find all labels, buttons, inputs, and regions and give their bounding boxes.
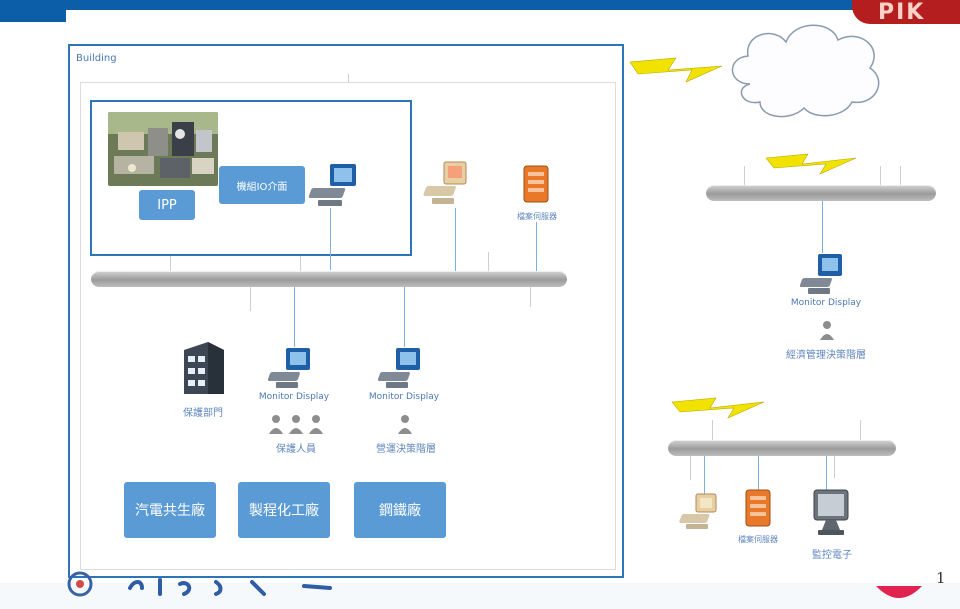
link-line bbox=[404, 287, 405, 347]
link-line bbox=[294, 287, 295, 347]
lightning-bolt-icon bbox=[629, 57, 723, 83]
building-title: Building bbox=[76, 53, 117, 64]
facility-box[interactable]: 汽電共生廠 bbox=[124, 482, 216, 538]
footer-logo-icon bbox=[67, 571, 93, 597]
link-line bbox=[330, 208, 331, 270]
bus-tick bbox=[834, 456, 835, 478]
operators-group-icon bbox=[269, 415, 323, 434]
cloud-icon bbox=[731, 24, 880, 118]
person-icon bbox=[398, 415, 412, 434]
tan-workstation-icon bbox=[423, 161, 467, 204]
facility-box[interactable]: 製程化工廠 bbox=[238, 482, 330, 538]
footer-red-badge-icon bbox=[876, 586, 922, 598]
header-tab bbox=[0, 0, 66, 22]
display-terminal-label: 監控電子 bbox=[812, 550, 852, 561]
bus-tick bbox=[690, 456, 691, 480]
file-server-label: 檔案伺服器 bbox=[738, 535, 778, 544]
building-network-bus bbox=[91, 271, 567, 287]
header-bar bbox=[0, 0, 960, 10]
bus-tick bbox=[170, 256, 171, 271]
link-line bbox=[704, 456, 705, 496]
monitor-display-label: Monitor Display bbox=[790, 298, 862, 308]
monitor-display-label: Monitor Display bbox=[368, 392, 440, 402]
page-number: 1 bbox=[936, 569, 946, 587]
operators-label: 保護人員 bbox=[276, 444, 316, 455]
remote-bottom-network-bus bbox=[668, 440, 896, 456]
plant-photo bbox=[108, 112, 218, 186]
logo-badge bbox=[852, 0, 960, 24]
bus-tick bbox=[300, 256, 301, 271]
bus-tick bbox=[900, 166, 901, 185]
logo-text: PIK bbox=[878, 0, 926, 25]
security-dept-label: 保護部門 bbox=[183, 408, 223, 419]
lightning-bolt-icon bbox=[671, 397, 765, 419]
monitor-display-icon bbox=[377, 348, 420, 388]
person-icon bbox=[820, 321, 834, 340]
io-interface-box[interactable]: 機組IO介面 bbox=[219, 166, 305, 204]
remote-top-network-bus bbox=[706, 185, 936, 201]
ipp-box[interactable]: IPP bbox=[139, 190, 195, 220]
bus-tick bbox=[744, 166, 745, 185]
lightning-bolt-icon bbox=[765, 153, 857, 175]
footer-decoration-icon bbox=[128, 578, 332, 596]
link-line bbox=[822, 201, 823, 253]
economic-decision-label: 經濟管理決策階層 bbox=[786, 350, 866, 361]
monitor-display-icon bbox=[799, 254, 842, 294]
file-server-label: 檔案伺服器 bbox=[517, 212, 557, 221]
bus-tick bbox=[488, 252, 489, 271]
bus-tick bbox=[860, 420, 861, 440]
monitor-display-icon bbox=[267, 348, 310, 388]
workstation-icon bbox=[308, 164, 356, 206]
building-inner-border bbox=[80, 82, 616, 570]
facility-box[interactable]: 鋼鐵廠 bbox=[354, 482, 446, 538]
link-line bbox=[758, 456, 759, 490]
security-building-icon bbox=[184, 342, 224, 394]
link-line bbox=[455, 208, 456, 271]
link-line bbox=[826, 456, 827, 490]
connector-tick bbox=[348, 74, 349, 82]
link-line bbox=[536, 222, 537, 271]
file-server-icon bbox=[523, 165, 549, 203]
bus-tick bbox=[880, 166, 881, 185]
decision-layer-label: 營運決策階層 bbox=[376, 444, 436, 455]
bus-tick bbox=[250, 287, 251, 311]
bus-tick bbox=[712, 420, 713, 440]
control-room-box bbox=[90, 100, 412, 256]
monitor-display-label: Monitor Display bbox=[258, 392, 330, 402]
bus-tick bbox=[530, 287, 531, 307]
file-server-icon bbox=[745, 489, 771, 527]
tan-workstation-icon bbox=[679, 493, 717, 529]
display-terminal-icon bbox=[813, 489, 849, 535]
